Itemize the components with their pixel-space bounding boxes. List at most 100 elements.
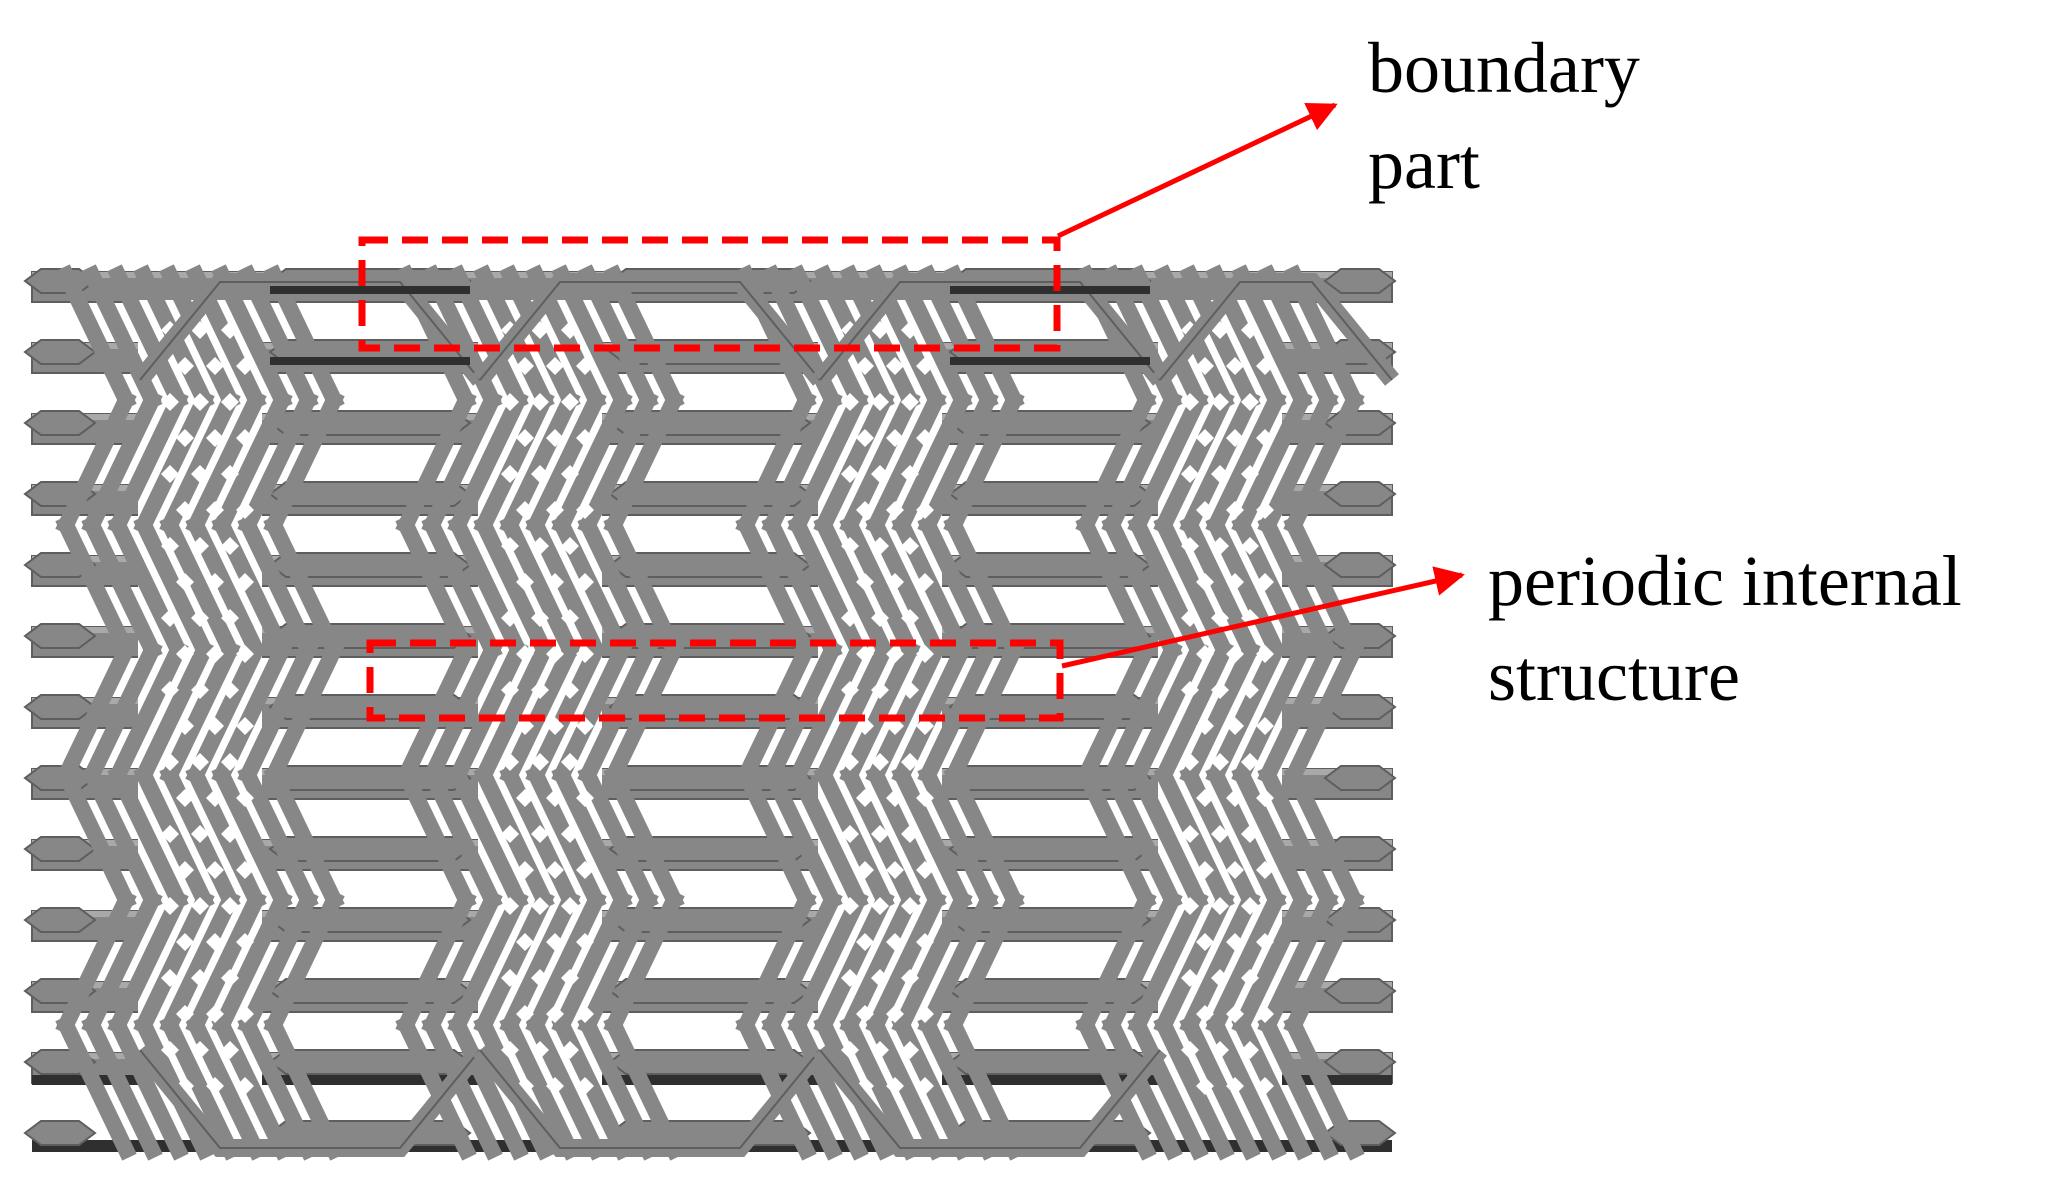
diagonal-yarn (525, 389, 607, 536)
lattice-opening (1211, 825, 1229, 843)
lattice-opening (1196, 861, 1214, 879)
diagonal-yarn (237, 889, 319, 1036)
lattice-opening (531, 465, 549, 483)
lattice-opening (916, 789, 934, 807)
lattice-opening (576, 933, 594, 951)
lattice-opening (221, 1041, 239, 1059)
diagonal-yarn (1257, 389, 1339, 536)
diagonal-yarn (107, 764, 189, 911)
diagonal-yarn (813, 514, 895, 661)
lattice-opening (501, 969, 519, 987)
lattice-opening (531, 393, 549, 411)
top-binder-loop-edge (139, 281, 481, 381)
diagonal-yarn (1075, 764, 1157, 911)
diagonal-yarn (1127, 514, 1209, 661)
lattice-opening (1211, 393, 1229, 411)
diagonal-yarn (185, 639, 267, 786)
diagonal-yarn (473, 639, 555, 786)
lattice-opening (1256, 933, 1274, 951)
lattice-opening (856, 429, 874, 447)
lattice-opening (886, 789, 904, 807)
lattice-opening (236, 645, 254, 663)
lattice-opening (236, 861, 254, 879)
lattice-opening (1256, 789, 1274, 807)
lattice-opening (1256, 861, 1274, 879)
diagonal-yarn (1205, 1014, 1287, 1161)
diagonal-yarn (185, 889, 267, 1036)
diagonal-yarn (1153, 1014, 1235, 1161)
lattice-opening (501, 465, 519, 483)
diagonal-yarn (1179, 389, 1261, 536)
diagonal-yarn (525, 1014, 607, 1161)
diagonal-yarn (1127, 264, 1209, 411)
diagonal-yarn (943, 639, 1025, 786)
diagonal-yarn (1127, 764, 1209, 911)
lattice-opening (191, 393, 209, 411)
diagonal-yarn (1153, 889, 1235, 1036)
lattice-opening (916, 429, 934, 447)
diagonal-yarn (1205, 389, 1287, 536)
diagonal-yarn (1257, 889, 1339, 1036)
diagonal-yarn (263, 889, 345, 1036)
lattice-opening (841, 393, 859, 411)
diagonal-yarn (263, 639, 345, 786)
lattice-opening (1226, 573, 1244, 591)
diagonal-yarn (603, 389, 685, 536)
float-segment (1323, 1049, 1397, 1075)
diagonal-yarn (839, 514, 921, 661)
diagonal-yarn (525, 889, 607, 1036)
lattice-opening (1196, 933, 1214, 951)
diagonal-yarn (551, 889, 633, 1036)
diagonal-yarn (107, 514, 189, 661)
lattice-opening (501, 609, 519, 627)
diagonal-yarn (813, 639, 895, 786)
lattice-opening (161, 1041, 179, 1059)
lattice-opening (901, 321, 919, 339)
lattice-opening (176, 357, 194, 375)
lattice-opening (206, 429, 224, 447)
top-edge-shade (270, 286, 470, 294)
top-binder-loop-edge (1159, 281, 1393, 381)
diagonal-yarn (395, 639, 477, 786)
lattice-opening (1256, 1005, 1274, 1023)
diagonal-yarn (1179, 1014, 1261, 1161)
lattice-opening (161, 609, 179, 627)
diagonal-yarn (891, 764, 973, 911)
diagonal-yarn (577, 764, 659, 911)
diagonal-yarn (263, 264, 345, 411)
diagonal-yarn (421, 514, 503, 661)
lattice-opening (236, 429, 254, 447)
diagonal-yarn (787, 639, 869, 786)
diagonal-yarn (1075, 889, 1157, 1036)
diagonal-yarn (1075, 389, 1157, 536)
lattice-opening (206, 717, 224, 735)
bottom-binder-loop-edge (819, 1049, 1161, 1149)
diagonal-yarn (917, 764, 999, 911)
lattice-opening (1196, 573, 1214, 591)
lattice-opening (916, 861, 934, 879)
diagonal-yarn (787, 514, 869, 661)
diagonal-yarn (839, 639, 921, 786)
diagonal-yarn (577, 264, 659, 411)
lattice-opening (1196, 789, 1214, 807)
diagonal-yarn (81, 639, 163, 786)
diagonal-yarn (263, 389, 345, 536)
lattice-opening (871, 1041, 889, 1059)
lattice-opening (916, 573, 934, 591)
diagonal-yarn (1127, 1014, 1209, 1161)
lattice-opening (871, 897, 889, 915)
lattice-opening (901, 753, 919, 771)
diagonal-yarn (55, 389, 137, 536)
diagonal-yarn (55, 514, 137, 661)
lattice-opening (1211, 969, 1229, 987)
lattice-opening (1181, 969, 1199, 987)
diagonal-yarn (943, 889, 1025, 1036)
lattice-opening (531, 1041, 549, 1059)
diagonal-yarn (917, 264, 999, 411)
bottom-binder-loop-edge (139, 1049, 481, 1149)
lattice-opening (206, 501, 224, 519)
lattice-opening (576, 429, 594, 447)
diagonal-yarn (447, 889, 529, 1036)
lattice-opening (531, 753, 549, 771)
diagonal-yarn (603, 639, 685, 786)
